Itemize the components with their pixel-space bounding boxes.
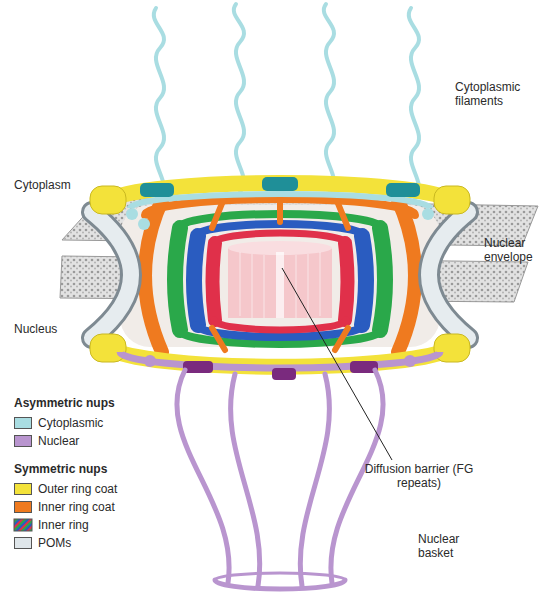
inner-ring-red [214,320,346,330]
outer-ring-cap [434,186,470,214]
nuclear-basket [177,370,383,589]
legend-swatch [14,483,32,495]
diffusion-barrier [228,241,332,318]
figure-label: Nuclear basket [418,532,480,560]
fg-strands [240,252,320,318]
figure-label: Nucleus [14,322,57,336]
figure-label: Cytoplasm [14,178,71,192]
filament [234,4,244,192]
inner-ring-green [175,228,180,330]
fg-repeat-cylinder [228,248,332,318]
legend-text: Inner ring coat [38,500,115,514]
nuclear-block [183,361,213,373]
legend-text: Inner ring [38,518,89,532]
basket-strand [231,374,260,586]
inner-ring-coat [145,193,415,352]
cytoplasmic-block [386,183,420,197]
basket-ring [215,573,345,580]
coat-spoke [212,196,225,228]
outer-ring-cap [90,334,126,362]
figure-label: Diffusion barrier (FG repeats) [360,462,478,490]
filament [409,8,419,198]
nuclear-bead [144,355,156,367]
basket-strand [331,370,383,583]
legend-text: Outer ring coat [38,482,117,496]
nuclear-ring [120,352,440,368]
pore-interior [120,205,440,347]
cytoplasmic-bead [126,208,138,220]
cytoplasmic-bead [138,218,150,230]
legend-swatch [14,417,32,429]
leader-line [282,268,392,460]
fg-highlight [276,252,284,318]
filament [324,4,334,192]
basket-ring [215,580,345,589]
coat-spoke [335,196,348,228]
pom-outline [429,212,468,338]
inner-ring-red [213,243,216,320]
legend-text: POMs [38,536,71,550]
cytoplasmic-nups [126,177,434,230]
inner-ring-blue [362,236,366,325]
coat-band [398,200,415,352]
figure-label: Asymmetric nups [14,396,115,410]
inner-ring-green [380,228,385,330]
pom-outline [92,212,131,338]
legend-text: Cytoplasmic [38,416,103,430]
coat-spoke [277,193,283,222]
pom-fill [429,212,468,338]
figure-label: Cytoplasmic filaments [455,80,535,108]
inner-ring-blue [194,236,198,325]
nuclear-block [272,368,296,380]
cytoplasmic-bead [422,208,434,220]
outer-ring-cap [90,186,126,214]
legend-swatch [14,537,32,549]
pom-fill [92,212,131,338]
coat-spoke [212,328,225,350]
filament [154,8,164,198]
inner-ring-red [345,243,348,320]
outer-ring-cap [434,334,470,362]
figure-label: Symmetric nups [14,462,107,476]
cytoplasmic-block [140,183,174,197]
figure-label: Nuclear envelope [484,236,546,264]
legend-stripe-swatch [14,519,32,531]
pom-membrane-bends [92,212,468,338]
coat-spoke [335,328,348,350]
basket-strand [300,374,329,586]
basket-strand [177,370,229,583]
cytoplasmic-ring [130,194,430,208]
legend-swatch [14,435,32,447]
cytoplasmic-block [262,177,298,191]
legend-swatch [14,501,32,513]
legend-text: Nuclear [38,434,79,448]
nuclear-bead [404,355,416,367]
cytoplasmic-filaments [154,4,419,198]
pore-wall [120,205,440,347]
outer-ring-coat [90,183,470,367]
